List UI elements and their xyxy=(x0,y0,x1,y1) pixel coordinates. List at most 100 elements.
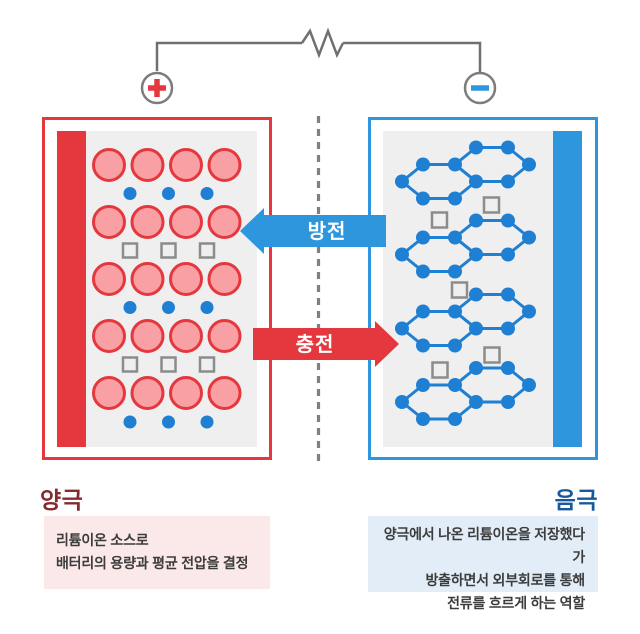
lithium-ion-circle xyxy=(207,148,242,182)
lithium-ion-circle xyxy=(92,376,126,410)
carbon-atom-dot xyxy=(501,361,515,375)
carbon-atom-dot xyxy=(416,412,430,426)
carbon-atom-dot xyxy=(501,247,515,262)
cathode-description-box: 리튬이온 소스로 배터리의 용량과 평균 전압을 결정 xyxy=(44,516,270,589)
carbon-atom-dot xyxy=(522,230,536,245)
lithium-ion-circle xyxy=(169,205,203,239)
anode-current-collector xyxy=(553,131,582,447)
additive-square xyxy=(121,242,139,259)
carbon-atom-dot xyxy=(448,412,462,426)
anode-pattern xyxy=(395,140,536,426)
additive-square xyxy=(121,356,139,373)
charge-arrow-shape xyxy=(253,321,399,367)
lithium-ion-circle xyxy=(130,262,165,296)
cathode-description-line: 리튬이온 소스로 xyxy=(56,532,149,548)
additive-square xyxy=(482,196,501,214)
electron-dot xyxy=(123,415,137,429)
carbon-atom-dot xyxy=(448,157,462,172)
lithium-ion-circle xyxy=(169,262,203,296)
cathode-box xyxy=(42,117,272,460)
lithium-ion-circle xyxy=(92,262,126,296)
charge-arrow: 충전 xyxy=(253,321,399,367)
cathode-current-collector xyxy=(57,131,86,447)
carbon-atom-dot xyxy=(448,230,462,245)
carbon-atom-dot xyxy=(469,140,483,155)
carbon-atom-dot xyxy=(522,378,536,392)
cathode-pattern xyxy=(92,148,242,429)
carbon-atom-dot xyxy=(395,174,409,189)
wire-right xyxy=(343,41,482,72)
carbon-atom-dot xyxy=(395,321,409,336)
lithium-ion-circle xyxy=(169,319,203,353)
wire-left xyxy=(155,41,302,71)
carbon-atom-dot xyxy=(501,174,515,189)
electron-dot xyxy=(200,301,214,314)
carbon-atom-dot xyxy=(416,378,430,392)
discharge-label: 방전 xyxy=(308,220,347,243)
graphite-hexagon-cluster xyxy=(395,361,536,426)
lithium-ion-circle xyxy=(130,148,165,182)
carbon-atom-dot xyxy=(395,247,409,262)
electron-dot xyxy=(162,415,175,429)
lithium-ion-circle xyxy=(207,376,242,410)
lithium-ion-circle xyxy=(169,148,203,182)
carbon-atom-dot xyxy=(469,395,483,409)
lithium-ion-circle xyxy=(92,205,126,239)
cathode-title: 양극 xyxy=(40,487,84,513)
additive-square xyxy=(483,346,501,364)
lithium-ion-circle xyxy=(169,376,203,410)
additive-square xyxy=(160,242,177,259)
carbon-atom-dot xyxy=(469,361,483,375)
carbon-atom-dot xyxy=(416,264,430,279)
discharge-arrow-shape xyxy=(240,208,386,254)
electron-dot xyxy=(123,187,137,200)
carbon-atom-dot xyxy=(416,304,430,319)
anode-description-line: 전류를 흐르게 하는 역할 xyxy=(447,595,585,611)
additive-square xyxy=(430,211,449,229)
cathode-description-line: 배터리의 용량과 평균 전압을 결정 xyxy=(56,555,249,571)
graphite-hexagon-cluster xyxy=(395,213,536,279)
carbon-atom-dot xyxy=(469,174,483,189)
carbon-atom-dot xyxy=(501,395,515,409)
minus-terminal-icon xyxy=(463,71,497,105)
carbon-atom-dot xyxy=(501,213,515,228)
electron-dot xyxy=(162,187,175,200)
electron-dot xyxy=(200,415,214,429)
plus-terminal-icon xyxy=(140,71,174,105)
carbon-atom-dot xyxy=(501,287,515,302)
additive-square xyxy=(450,281,469,299)
carbon-atom-dot xyxy=(469,247,483,262)
graphite-hexagon-cluster xyxy=(395,287,536,353)
anode-description-line: 양극에서 나온 리튬이온을 저장했다가 xyxy=(383,526,585,565)
additive-square xyxy=(431,361,449,379)
electron-dot xyxy=(123,301,137,314)
lithium-ion-circle xyxy=(207,319,242,353)
anode-title: 음극 xyxy=(554,487,598,513)
lithium-ion-circle xyxy=(207,205,242,239)
additive-square xyxy=(198,356,216,373)
carbon-atom-dot xyxy=(448,338,462,353)
discharge-arrow: 방전 xyxy=(240,208,386,254)
lithium-ion-circle xyxy=(130,205,165,239)
carbon-atom-dot xyxy=(416,157,430,172)
plus-icon xyxy=(148,79,166,97)
carbon-atom-dot xyxy=(501,140,515,155)
electron-dot xyxy=(162,301,175,314)
anode-description-box: 양극에서 나온 리튬이온을 저장했다가 방출하면서 외부회로를 통해 전류를 흐… xyxy=(368,516,598,611)
lithium-ion-circle xyxy=(130,319,165,353)
lithium-ion-circle xyxy=(207,262,242,296)
lithium-ion-circle xyxy=(92,319,126,353)
carbon-atom-dot xyxy=(416,230,430,245)
anode-box xyxy=(368,117,598,460)
carbon-atom-dot xyxy=(448,191,462,206)
resistor-icon xyxy=(300,27,345,59)
carbon-atom-dot xyxy=(416,191,430,206)
carbon-atom-dot xyxy=(469,287,483,302)
lithium-ion-circle xyxy=(130,376,165,410)
lithium-ion-circle xyxy=(92,148,126,182)
carbon-atom-dot xyxy=(416,338,430,353)
carbon-atom-dot xyxy=(448,378,462,392)
carbon-atom-dot xyxy=(469,321,483,336)
